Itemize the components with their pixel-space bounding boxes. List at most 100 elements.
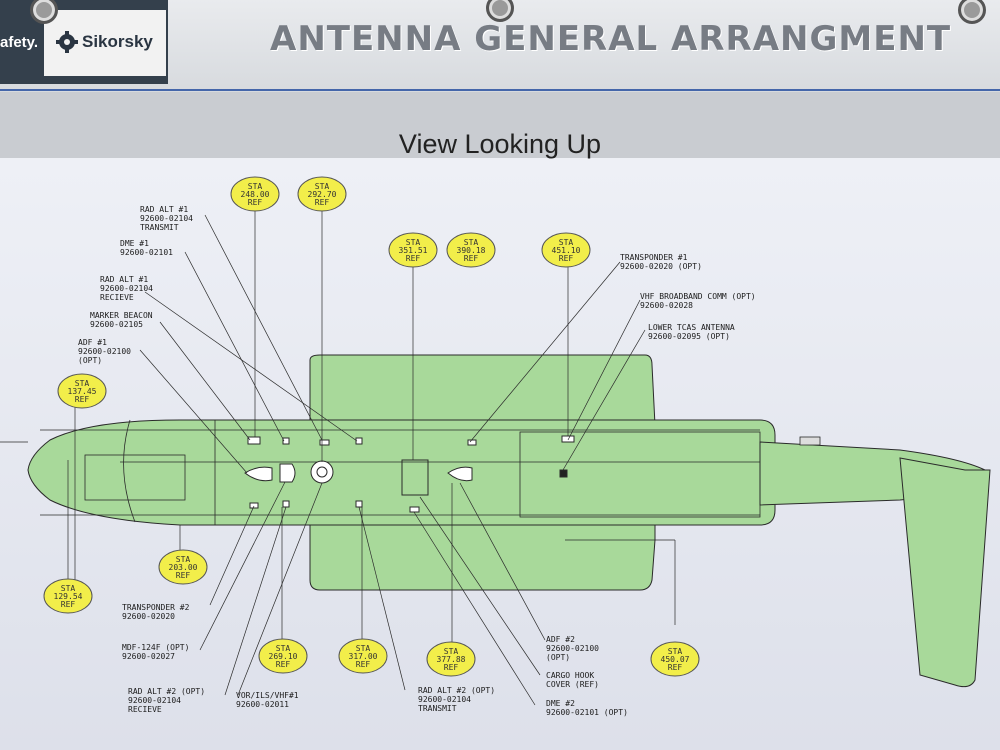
station-value: 269.10 [269,652,298,661]
callout-transponder2: TRANSPONDER #2 [122,603,190,612]
station-ref: REF [559,254,574,263]
callout-rad-alt2-transmit: TRANSMIT [418,704,457,713]
station-bubble [230,176,280,212]
callout-vor-ils: 92600-02011 [236,700,289,709]
callout-dme1: DME #1 [120,239,149,248]
callout-lower-tcas: 92600-02095 (OPT) [648,332,730,341]
callout-mdf: MDF-124F (OPT) [122,643,189,652]
station-ref: REF [276,660,291,669]
station-label: STA [61,584,76,593]
station-ref: REF [315,198,330,207]
antenna-adf-icon [244,466,273,482]
station-value: 377.88 [437,655,466,664]
station-bubble [158,549,208,585]
station-ref: REF [248,198,263,207]
station-value: 292.70 [308,190,337,199]
callout-rad-alt2-recieve: RAD ALT #2 (OPT) [128,687,205,696]
station-label: STA [559,238,574,247]
antenna-transponder1-icon [467,439,477,446]
callout-transponder1: TRANSPONDER #1 [620,253,688,262]
callout-adf2: (OPT) [546,653,570,662]
cargo-hook-icon [401,459,429,496]
station-value: 248.00 [241,190,270,199]
callout-rad-alt1-transmit: 92600-02104 [140,214,193,223]
station-value: 450.07 [661,655,690,664]
callout-rad-alt1-transmit: RAD ALT #1 [140,205,188,214]
callout-rad-alt1-recieve: 92600-02104 [100,284,153,293]
callout-marker-beacon: 92600-02105 [90,320,143,329]
brand-safety-text: afety. [0,34,39,51]
callout-rad-alt1-recieve: RAD ALT #1 [100,275,148,284]
station-bubble [43,578,93,614]
callout-transponder1: 92600-02020 (OPT) [620,262,702,271]
aircraft-fuselage [27,354,991,688]
callout-rad-alt2-transmit: 92600-02104 [418,695,471,704]
antenna-rad-alt2-icon [282,500,290,508]
callout-vhf-comm: VHF BROADBAND COMM (OPT) [640,292,756,301]
station-ref: REF [406,254,421,263]
callout-cargo-hook: COVER (REF) [546,680,599,689]
antenna-markers [244,435,575,513]
station-ref: REF [444,663,459,672]
station-label: STA [668,647,683,656]
station-ref: REF [61,600,76,609]
callout-adf2: 92600-02100 [546,644,599,653]
station-label: STA [176,555,191,564]
station-value: 351.51 [399,246,428,255]
station-value: 451.10 [552,246,581,255]
page-title: ANTENNA GENERAL ARRANGMENT [270,19,952,59]
station-label: STA [406,238,421,247]
station-ref: REF [356,660,371,669]
binder-ring-icon [486,0,514,22]
station-label: STA [356,644,371,653]
view-title: View Looking Up [398,129,602,159]
callout-transponder2: 92600-02020 [122,612,175,621]
antenna-vhf-icon [561,435,575,443]
callout-mdf: 92600-02027 [122,652,175,661]
station-value: 137.45 [68,387,97,396]
station-label: STA [444,647,459,656]
binder-ring-icon [30,0,58,24]
antenna-rad-alt2-icon [355,500,363,508]
callout-rad-alt2-transmit: RAD ALT #2 (OPT) [418,686,495,695]
antenna-mdf-icon [279,463,296,483]
tail-fin [899,457,991,688]
antenna-dme2-icon [409,506,420,513]
station-bubble [338,638,388,674]
station-ref: REF [668,663,683,672]
antenna-rad-alt-icon [282,437,290,445]
station-label: STA [248,182,263,191]
antenna-rad-alt-icon [355,437,363,445]
nose-curve [123,419,136,523]
station-value: 317.00 [349,652,378,661]
station-bubble [541,232,591,268]
callout-vhf-comm: 92600-02028 [640,301,693,310]
callout-dme2: DME #2 [546,699,575,708]
callout-adf1: ADF #1 [78,338,107,347]
station-value: 390.18 [457,246,486,255]
antenna-adf2-icon [447,466,473,482]
station-label: STA [75,379,90,388]
antenna-marker-beacon-icon [247,436,261,445]
callout-dme1: 92600-02101 [120,248,173,257]
station-label: STA [276,644,291,653]
brand-box: afety. Sikorsky [0,0,168,84]
callout-rad-alt1-recieve: RECIEVE [100,293,134,302]
callout-lower-tcas: LOWER TCAS ANTENNA [648,323,735,332]
leader-lines [67,210,676,706]
station-label: STA [315,182,330,191]
antenna-tcas-icon [559,469,568,478]
binder-ring-icon [958,0,986,24]
station-bubble [297,176,347,212]
station-bubble [388,232,438,268]
callout-cargo-hook: CARGO HOOK [546,671,594,680]
tail-antenna [799,436,821,446]
cockpit-panel [84,454,186,501]
callout-adf1: 92600-02100 [78,347,131,356]
callout-rad-alt2-recieve: 92600-02104 [128,696,181,705]
antenna-dme-icon [319,439,330,446]
antenna-transponder-icon [249,502,259,509]
station-label: STA [464,238,479,247]
